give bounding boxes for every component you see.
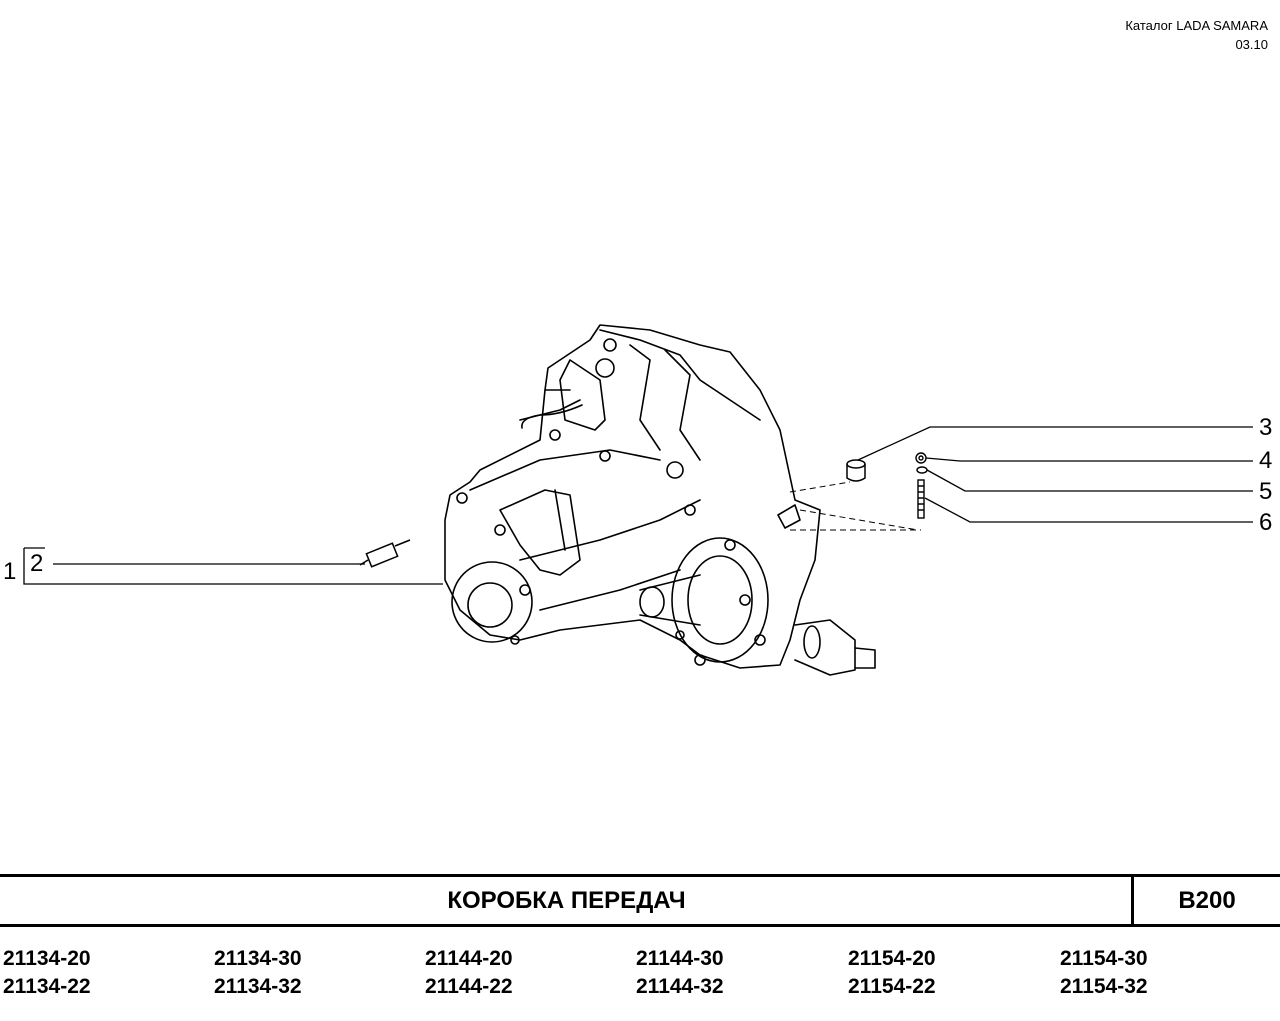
model-code: 21144-22 <box>425 975 513 998</box>
model-code: 21134-22 <box>3 975 91 998</box>
gearbox-housing <box>444 324 821 669</box>
nut-part-4 <box>915 452 927 464</box>
bell-cover <box>451 561 533 643</box>
callout-1: 1 <box>3 558 17 585</box>
model-code: 21134-20 <box>3 947 91 970</box>
mounting-bracket <box>499 489 581 576</box>
model-code: 21134-30 <box>214 947 302 970</box>
model-code: 21154-30 <box>1060 947 1148 970</box>
section-code: B200 <box>1178 887 1236 914</box>
model-row-1: 21134-20 21134-30 21144-20 21144-30 2115… <box>0 945 1280 973</box>
leader-5 <box>926 469 1253 492</box>
stud-part-6 <box>917 479 925 519</box>
callout-3: 3 <box>1259 414 1273 441</box>
leader-6 <box>924 497 1253 523</box>
model-list: 21134-20 21134-30 21144-20 21144-30 2115… <box>0 945 1280 1001</box>
model-code: 21154-32 <box>1060 975 1148 998</box>
model-code: 21134-32 <box>214 975 302 998</box>
model-code: 21144-32 <box>636 975 724 998</box>
model-code: 21154-22 <box>848 975 936 998</box>
model-code: 21154-20 <box>848 947 936 970</box>
catalog-date: 03.10 <box>1235 37 1268 52</box>
callout-5: 5 <box>1259 478 1273 505</box>
output-flange <box>671 537 769 663</box>
gearbox-drawing <box>23 324 1253 676</box>
callout-2: 2 <box>30 550 44 577</box>
catalog-header: Каталог LADA SAMARA 03.10 <box>1125 16 1268 54</box>
section-title: КОРОБКА ПЕРЕДАЧ <box>447 887 686 914</box>
top-cover <box>559 359 606 431</box>
bushing-part-3 <box>846 459 866 482</box>
leader-3 <box>857 426 1253 461</box>
output-shaft <box>794 619 856 676</box>
catalog-name: Каталог LADA SAMARA <box>1125 18 1268 33</box>
model-row-2: 21134-22 21134-32 21144-22 21144-32 2115… <box>0 973 1280 1001</box>
callout-4: 4 <box>1259 447 1273 474</box>
title-divider <box>1131 877 1134 924</box>
callout-6: 6 <box>1259 509 1273 536</box>
leader-1 <box>23 548 443 585</box>
sensor-part-2 <box>359 539 411 568</box>
title-bar: КОРОБКА ПЕРЕДАЧ B200 <box>0 874 1280 927</box>
leader-4 <box>925 457 1253 462</box>
washer-part-5 <box>916 466 928 474</box>
model-code: 21144-20 <box>425 947 513 970</box>
model-code: 21144-30 <box>636 947 724 970</box>
